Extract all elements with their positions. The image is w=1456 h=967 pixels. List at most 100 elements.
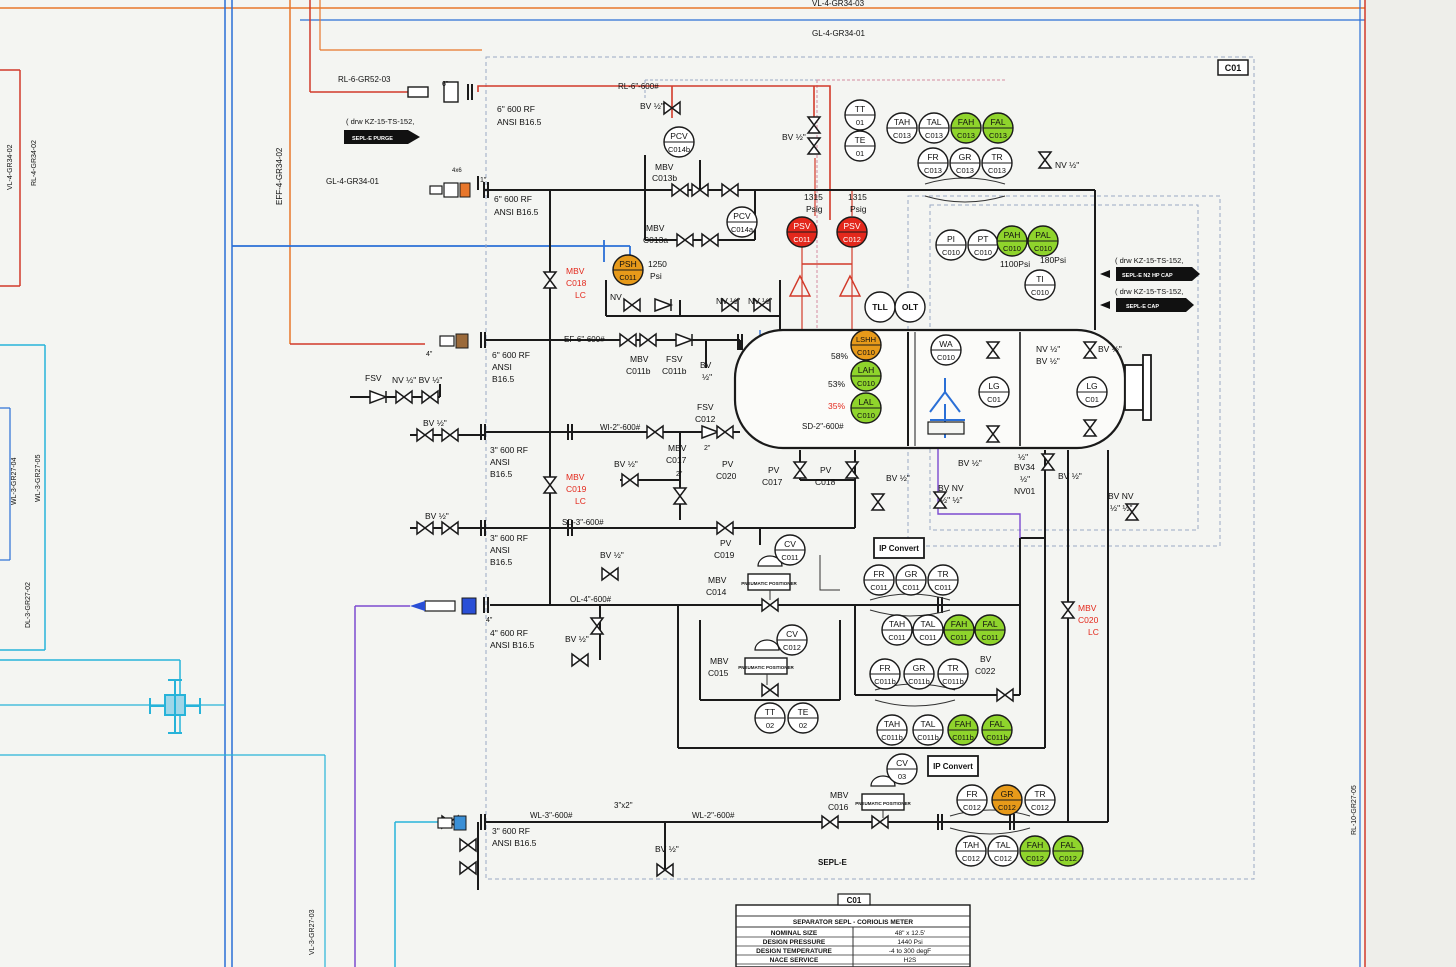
instrument-tag: TR	[991, 152, 1002, 162]
positioner-2: PNEUMATIC POSITIONER	[738, 639, 794, 685]
n2a: 6" 600 RF	[494, 194, 532, 204]
vl-mbv-c016-a: MBV	[830, 790, 849, 800]
instrument-loop: C013	[924, 166, 942, 175]
nozzle-notes: 6" 600 RF ANSI B16.5 6" 600 RF ANSI B16.…	[426, 81, 711, 848]
vl-mbv-c018-b: C018	[566, 278, 587, 288]
line-label-wl-2-600: WL-2"-600#	[692, 811, 735, 820]
sz-4x6: 4x6	[452, 168, 462, 174]
instrument-loop: C012	[783, 643, 801, 652]
valve-labels: BV ½" BV ½" MBV C013b MBV C013a MBV C018…	[365, 101, 1134, 854]
vl-mbv-c019-a: MBV	[566, 472, 585, 482]
vl-bv-small-b: ½"	[702, 372, 712, 382]
vl-lv-35: 35%	[828, 401, 845, 411]
line-label-rl-gr52-03: RL-6-GR52-03	[338, 75, 391, 84]
title-row-value: -4 to 300 degF	[889, 948, 931, 955]
n4a: 3" 600 RF	[490, 445, 528, 455]
instrument-tag: FAH	[955, 719, 972, 729]
instrument-loop: C010	[857, 348, 875, 357]
positioner-1: PNEUMATIC POSITIONER	[741, 555, 797, 600]
positioner-3-label: PNEUMATIC POSITIONER	[855, 801, 911, 806]
instrument-loop: C010	[974, 248, 992, 257]
instrument-tag: TAL	[921, 619, 936, 629]
n3a: 6" 600 RF	[492, 350, 530, 360]
instrument-tag: CV	[784, 539, 796, 549]
instrument-tag: FR	[879, 663, 890, 673]
instrument-tag: GR	[905, 569, 918, 579]
instrument-tag: FAL	[982, 619, 997, 629]
vl-mbv-c013b-b: C013b	[652, 173, 677, 183]
vl-bv-c018: BV ½"	[886, 473, 910, 483]
vl-pal: 180Psi	[1040, 255, 1066, 265]
instrument-tag: PAL	[1035, 230, 1051, 240]
instrument-tag: LG	[988, 381, 999, 391]
instrument-loop: C012	[843, 235, 861, 244]
title-block: C01 SEPARATOR SEPL - CORIOLIS METER NOMI…	[735, 893, 971, 967]
instrument-loop: 03	[898, 772, 906, 781]
instrument-tag: PI	[947, 234, 955, 244]
instrument-tag: LSHH	[856, 335, 876, 344]
instrument-tag: TAH	[884, 719, 900, 729]
instrument-tah-c012: TAH C012	[955, 835, 987, 867]
vl-psig-b: Psig	[806, 204, 823, 214]
instrument-loop: C013	[893, 131, 911, 140]
vlabel-vl-gr27-03: VL-3-GR27-03	[309, 909, 316, 955]
instrument-tag: FAH	[951, 619, 968, 629]
positioner-1-label: PNEUMATIC POSITIONER	[741, 581, 797, 586]
vl-bv-wl: BV ½"	[655, 844, 679, 854]
vl-bv34-a: ½"	[1018, 452, 1028, 462]
sz-6: 6"	[442, 81, 449, 88]
line-label-ol-4-600: OL-4"-600#	[570, 595, 612, 604]
vl-nv-c: NV ½"	[748, 296, 772, 306]
vl-mbv-c013b-a: MBV	[655, 162, 674, 172]
instrument-loop: C011	[870, 583, 887, 592]
line-label-gl-gr34-01-left: GL-4-GR34-01	[326, 177, 379, 186]
sz-2b: 2"	[704, 445, 711, 452]
vl-mbv-c019-c: LC	[575, 496, 586, 506]
instrument-loop: C011b	[874, 677, 896, 686]
n4c: B16.5	[490, 469, 512, 479]
instrument-loop: C011b	[881, 733, 903, 742]
vl-pah: 1100Psi	[1000, 259, 1030, 269]
vl-bv-left-2: BV ½"	[425, 511, 449, 521]
instrument-tag: TT	[765, 707, 775, 717]
title-row-key: NOMINAL SIZE	[771, 930, 818, 937]
instrument-tag: TAH	[894, 117, 910, 127]
reducer-label: 3"x2"	[614, 801, 633, 810]
instrument-cv-03: CV 03	[886, 753, 918, 785]
instrument-loop: C012	[962, 854, 980, 863]
instrument-loop: C01	[1085, 395, 1099, 404]
ip-converter-2-label: IP Convert	[933, 762, 973, 771]
instrument-tag: CV	[896, 758, 908, 768]
instrument-loop: C012	[963, 803, 981, 812]
vl-mbv-c015-b: C015	[708, 668, 729, 678]
purge-badge: SEPL-E PURGE	[352, 136, 393, 142]
sz-4b: 4"	[486, 617, 493, 624]
vl-lv-58: 58%	[831, 351, 848, 361]
vl-bv34-b: BV34	[1014, 462, 1035, 472]
instrument-tag: TAH	[963, 840, 979, 850]
vl-bv-vessel-b: BV ½"	[1058, 471, 1082, 481]
instrument-loop: C010	[857, 411, 875, 420]
vl-fsv-c012-a: FSV	[697, 402, 714, 412]
instrument-tag: FR	[966, 789, 977, 799]
line-end-components	[344, 81, 862, 831]
instrument-tag: TE	[855, 135, 866, 145]
vl-nv-bv-left: NV ½" BV ½"	[392, 375, 442, 385]
vl-bvnv-c: BV NV	[1108, 491, 1134, 501]
instrument-loop: C010	[857, 379, 875, 388]
instrument-tag: GR	[913, 663, 926, 673]
instrument-tag: FR	[927, 152, 938, 162]
